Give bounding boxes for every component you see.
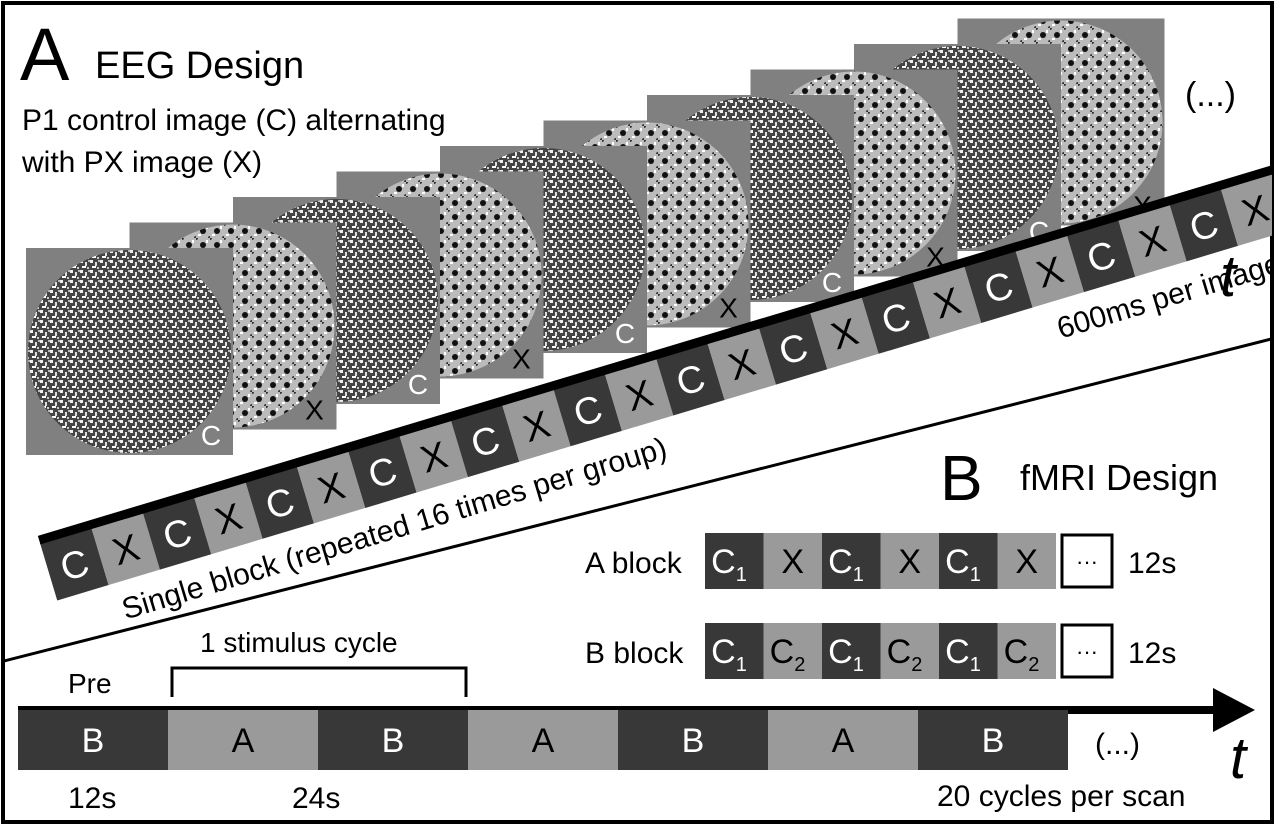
- panel-divider: [3, 337, 1272, 663]
- panel-a-ellipsis: (...): [1185, 76, 1236, 114]
- svg-text:C1: C1: [828, 633, 864, 676]
- eeg-sequence-cell: C: [245, 465, 314, 539]
- cycle-duration: 24s: [292, 782, 340, 815]
- timeline-segment: B: [618, 710, 768, 770]
- stimulus-image-label: X: [305, 395, 324, 426]
- panel-b-letter: B: [940, 442, 983, 514]
- panel-a-description-line2: with PX image (X): [21, 146, 262, 179]
- panel-b-title: fMRI Design: [1020, 457, 1218, 498]
- eeg-time-axis: [37, 157, 1272, 545]
- eeg-sequence-cell: X: [91, 512, 160, 586]
- block-cell: X: [997, 533, 1056, 589]
- stimulus-cycle-bracket: [170, 666, 468, 697]
- timeline-segment: B: [318, 710, 468, 770]
- svg-text:X: X: [1015, 543, 1038, 581]
- eeg-sequence-cell: X: [1015, 234, 1084, 308]
- eeg-sequence-cell: C: [40, 527, 109, 601]
- a-block-sequence: C1 X C1 X C1 X ···: [705, 533, 1114, 589]
- svg-text:B: B: [82, 722, 105, 760]
- eeg-sequence-cell: X: [1220, 173, 1272, 246]
- eeg-sequence-cell: C: [861, 280, 930, 354]
- fmri-time-axis-label: t: [1230, 726, 1249, 791]
- eeg-sequence-cell: C: [142, 496, 212, 570]
- eeg-sequence-cell: X: [912, 265, 982, 339]
- timeline-segment: A: [168, 710, 318, 770]
- eeg-sequence-cell: X: [604, 358, 674, 431]
- stimulus-image-label: X: [719, 293, 738, 324]
- eeg-sequence-cell: X: [296, 450, 366, 524]
- svg-text:A: A: [532, 722, 555, 760]
- fmri-arrowhead: [1213, 688, 1255, 732]
- panel-a-description-line1: P1 control image (C) alternating: [22, 104, 446, 137]
- timeline-segment: A: [468, 710, 618, 770]
- svg-text:X: X: [781, 543, 804, 581]
- svg-text:B: B: [682, 722, 705, 760]
- block-cell: C2: [997, 623, 1056, 679]
- svg-text:A: A: [832, 722, 855, 760]
- panel-a-letter: A: [20, 13, 70, 96]
- svg-text:···: ···: [1076, 639, 1098, 664]
- b-block-label: B block: [585, 637, 684, 670]
- eeg-time-axis-label: t: [1220, 244, 1239, 309]
- stimulus-cycle-label: 1 stimulus cycle: [200, 627, 398, 658]
- block-cell: C2: [880, 623, 939, 679]
- stimulus-image-label: X: [926, 242, 945, 273]
- b-block-duration: 12s: [1128, 637, 1176, 670]
- eeg-sequence-cell: C: [1066, 219, 1136, 293]
- stimulus-image: C: [26, 248, 233, 455]
- timeline-segment: B: [18, 710, 168, 770]
- svg-text:···: ···: [1076, 549, 1098, 574]
- eeg-sequence-cell: C: [964, 250, 1033, 323]
- svg-text:B: B: [382, 722, 405, 760]
- stimulus-image-label: C: [822, 267, 842, 298]
- eeg-sequence-cell: X: [399, 419, 468, 493]
- svg-text:X: X: [898, 543, 921, 581]
- pre-label: Pre: [68, 668, 112, 699]
- svg-text:B: B: [982, 722, 1005, 760]
- eeg-sequence-cell: X: [810, 296, 879, 370]
- timeline-segment: A: [768, 710, 918, 770]
- stimulus-image-label: C: [615, 318, 635, 349]
- svg-text:A: A: [232, 722, 255, 760]
- a-block-label: A block: [585, 547, 683, 580]
- stimulus-image-label: C: [408, 369, 428, 400]
- stimulus-image-label: C: [201, 420, 221, 451]
- panel-a-title: EEG Design: [95, 45, 304, 87]
- block-cell: C1: [822, 533, 881, 589]
- block-cell: X: [763, 533, 822, 589]
- fmri-ellipsis: (...): [1095, 728, 1140, 761]
- block-cell: C1: [822, 623, 881, 679]
- block-cell: C1: [939, 533, 998, 589]
- pre-duration: 12s: [68, 782, 116, 815]
- block-cell: X: [880, 533, 939, 589]
- block-cell: C1: [939, 623, 998, 679]
- eeg-sequence-cell: C: [758, 311, 828, 385]
- eeg-sequence-cell: C: [1169, 188, 1238, 262]
- eeg-sequence-cell: C: [450, 404, 520, 478]
- block-cell: C1: [705, 533, 764, 589]
- stimulus-image-label: X: [512, 344, 531, 375]
- eeg-sequence-cell: X: [502, 388, 571, 462]
- block-more-box: ···: [1060, 623, 1114, 679]
- eeg-sequence-cell: C: [348, 435, 417, 508]
- timeline-segment: B: [918, 710, 1068, 770]
- a-block-duration: 12s: [1128, 547, 1176, 580]
- eeg-sequence-cell: C: [656, 342, 725, 416]
- block-cell: C2: [763, 623, 822, 679]
- eeg-sequence-cell: C: [553, 373, 622, 447]
- eeg-sequence-cell: X: [1118, 203, 1187, 277]
- eeg-sequence-cell: X: [194, 481, 263, 555]
- block-cell: C1: [705, 623, 764, 679]
- cycles-per-scan-label: 20 cycles per scan: [937, 780, 1185, 813]
- eeg-sequence-cell: X: [707, 327, 776, 401]
- block-more-box: ···: [1060, 533, 1114, 589]
